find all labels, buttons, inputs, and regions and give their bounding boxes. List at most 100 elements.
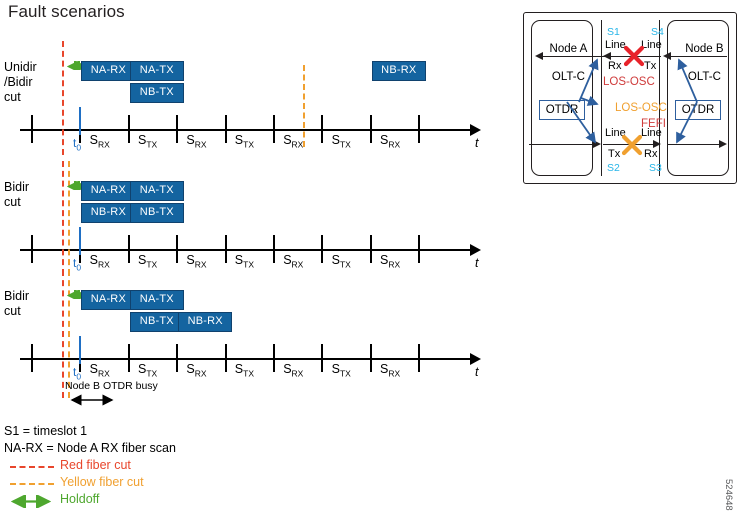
time-axis-arrow-bidir-cut-b — [470, 353, 481, 365]
legend-holdoff-text: Holdoff — [60, 492, 100, 506]
bottom-path-line-node-b — [667, 144, 721, 146]
slot-label: STX — [234, 253, 255, 270]
node-a-line-interface-bar — [601, 20, 603, 176]
legend-timeslot-text: S1 = timeslot 1 — [4, 424, 88, 438]
axis-tick — [273, 115, 275, 143]
message-box-na-rx: NA-RX — [81, 61, 136, 81]
yellow-fiber-cut-line — [303, 65, 305, 147]
bottom-right-dir-label: Rx — [644, 148, 658, 160]
message-box-nb-tx: NB-TX — [129, 83, 184, 103]
t0-marker — [79, 336, 81, 364]
message-box-nb-rx: NB-RX — [178, 312, 233, 332]
axis-tick — [224, 235, 227, 263]
node-b-box — [667, 20, 729, 176]
axis-tick — [127, 115, 130, 143]
node-b-type: OLT-C — [687, 71, 721, 83]
axis-tick — [31, 344, 33, 372]
top-left-line-label: Line — [605, 39, 626, 51]
bottom-path-fefi-label: FEFI — [641, 118, 666, 130]
top-path-fault-x-icon — [623, 45, 645, 67]
axis-tick — [176, 235, 179, 263]
message-box-na-tx: NA-TX — [129, 61, 184, 81]
message-box-nb-rx: NB-RX — [81, 203, 136, 223]
node-a-name: Node A — [549, 43, 588, 55]
top-left-timeslot-label: S1 — [607, 26, 620, 38]
time-axis-unidir-bidir-cut — [20, 129, 470, 131]
bottom-right-line-label: Line — [641, 127, 662, 139]
top-right-timeslot-label: S4 — [651, 26, 664, 38]
axis-tick — [273, 235, 275, 263]
slot-label: STX — [331, 253, 351, 270]
top-right-dir-label: Tx — [644, 60, 657, 72]
slot-label: SRX — [380, 253, 401, 270]
otdr-busy-annotation: Node B OTDR busy — [65, 380, 158, 392]
slot-label: STX — [331, 362, 351, 379]
legend-yellow-cut-text: Yellow fiber cut — [60, 475, 144, 489]
slot-label: SRX — [89, 253, 110, 270]
legend-scan-text: NA-RX = Node A RX fiber scan — [4, 441, 176, 455]
axis-tick — [418, 344, 421, 372]
bottom-left-dir-label: Tx — [608, 148, 621, 160]
top-right-line-label: Line — [641, 39, 662, 51]
slot-label: STX — [138, 253, 158, 270]
slot-label: SRX — [186, 133, 207, 150]
legend-holdoff-arrow-icon — [10, 495, 52, 508]
axis-tick — [31, 235, 33, 263]
bottom-path-arrow-line-rx — [653, 140, 661, 148]
slot-label: SRX — [283, 253, 304, 270]
message-box-na-tx: NA-TX — [129, 181, 184, 201]
node-b-otdr-connector-arrows — [677, 58, 698, 103]
axis-tick — [418, 115, 421, 143]
axis-tick — [418, 235, 421, 263]
time-axis-label-bidir-cut-b: t — [475, 365, 479, 379]
bottom-path-line-node-a — [529, 144, 595, 146]
scenario-label-bidir-cut-a: Bidir cut — [4, 180, 30, 209]
node-a-title: Node A OLT-C — [531, 28, 593, 98]
slot-label: SRX — [186, 253, 207, 270]
axis-tick — [224, 344, 227, 372]
red-fiber-cut-line — [62, 41, 64, 155]
bottom-path-fault-x-icon — [621, 134, 643, 156]
slot-label: STX — [138, 133, 158, 150]
top-path-arrow-line-rx — [603, 52, 611, 60]
node-b-title: Node B OLT-C — [667, 28, 729, 98]
node-a-type: OLT-C — [551, 71, 585, 83]
node-a-otdr-box: OTDR — [539, 100, 585, 120]
top-path-alarm-label: LOS-OSC — [603, 76, 655, 88]
slot-label: SRX — [186, 362, 207, 379]
slot-label: STX — [138, 362, 158, 379]
scenario-label-unidir-bidir-cut: Unidir /Bidir cut — [4, 60, 37, 104]
axis-tick — [176, 344, 179, 372]
top-left-dir-label: Rx — [608, 60, 622, 72]
message-box-na-rx: NA-RX — [81, 290, 136, 310]
otdr-busy-span-arrow — [70, 394, 114, 406]
axis-tick — [369, 235, 372, 263]
legend-yellow-dash-swatch — [10, 483, 54, 485]
t0-marker — [79, 107, 81, 135]
legend-red-cut-text: Red fiber cut — [60, 458, 131, 472]
node-b-otdr-box: OTDR — [675, 100, 721, 120]
t0-marker — [79, 227, 81, 255]
axis-tick — [31, 115, 33, 143]
top-path-arrow-node-a — [535, 52, 543, 60]
page-title: Fault scenarios — [8, 2, 125, 21]
axis-tick — [273, 344, 275, 372]
time-axis-arrow-bidir-cut-a — [470, 244, 481, 256]
axis-tick — [369, 344, 372, 372]
bottom-path-arrow-line-tx — [593, 140, 601, 148]
slot-label: SRX — [89, 133, 110, 150]
node-b-line-interface-bar — [659, 20, 661, 176]
time-axis-bidir-cut-b — [20, 358, 470, 360]
node-a-otdr-down-arrow — [566, 101, 597, 144]
axis-tick — [224, 115, 227, 143]
time-axis-arrow-unidir-bidir-cut — [470, 124, 481, 136]
slot-label: STX — [234, 362, 255, 379]
time-axis-label-unidir-bidir-cut: t — [475, 136, 479, 150]
node-b-otdr-down-arrow — [676, 101, 698, 144]
slot-label: SRX — [380, 133, 401, 150]
axis-tick — [176, 115, 179, 143]
message-box-nb-tx: NB-TX — [129, 312, 184, 332]
top-path-line-node-b — [667, 56, 727, 58]
message-box-nb-tx: NB-TX — [129, 203, 184, 223]
bottom-left-timeslot-label: S2 — [607, 162, 620, 174]
